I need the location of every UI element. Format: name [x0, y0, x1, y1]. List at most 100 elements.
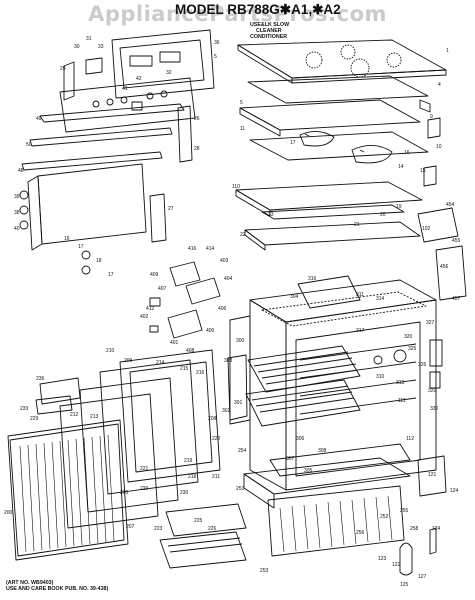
callout: 11: [240, 126, 245, 132]
callout: 316: [308, 276, 317, 282]
callout: 252: [380, 514, 389, 520]
cleaner-note-line-3: CONDITIONER: [250, 34, 288, 40]
callout: 39: [14, 194, 20, 200]
callout: 226: [208, 526, 217, 532]
callout: 255: [400, 508, 409, 514]
callout: 302: [222, 408, 231, 414]
callout: 9: [430, 114, 433, 120]
callout: 1: [446, 48, 449, 54]
callout: 36: [214, 40, 220, 46]
callout: 215: [180, 366, 189, 372]
callout: 211: [212, 474, 220, 480]
callout: 254: [238, 448, 247, 454]
callout: 122: [392, 562, 401, 568]
callout: 229: [30, 416, 39, 422]
callout: 29: [60, 66, 66, 72]
callout: 253: [260, 568, 269, 574]
callout: 223: [154, 526, 163, 532]
callout: 310: [376, 374, 385, 380]
callout: 236: [36, 376, 45, 382]
callout: 200: [4, 510, 13, 516]
callout: 17: [290, 140, 296, 146]
callout: 31: [86, 36, 92, 42]
part-callouts: 30 31 33 32 36 5 29 42 41 49 50 48 39 38…: [4, 36, 461, 588]
callout: 408: [186, 348, 195, 354]
callout: 327: [426, 320, 435, 326]
callout: 311: [356, 292, 364, 298]
callout: 307: [286, 456, 295, 462]
callout: 212: [70, 412, 79, 418]
callout: 317: [356, 328, 365, 334]
callout: 124: [432, 526, 441, 532]
callout: 32: [166, 70, 172, 76]
footer-note-line-2: USE AND CARE BOOK PUB. NO. 39-438): [6, 586, 109, 592]
callout: 404: [224, 276, 233, 282]
watermark-text: AppliancePartsPros.com: [88, 2, 387, 26]
callout: 16: [404, 150, 410, 156]
callout: 412: [146, 306, 155, 312]
callout: 21: [354, 222, 360, 228]
callout: 303: [224, 358, 233, 364]
callout: 16: [64, 236, 70, 242]
oven-rack-and-interior: [245, 345, 361, 427]
callout: 30: [74, 44, 80, 50]
callout: 10: [436, 144, 442, 150]
callout: 325: [408, 346, 417, 352]
model-title: MODEL RB788G✱A1,✱A2: [175, 2, 341, 17]
callout: 256: [356, 530, 365, 536]
callout: 110: [232, 184, 240, 190]
callout: 220: [140, 486, 149, 492]
callout: 305: [304, 468, 313, 474]
callout: 219: [184, 458, 193, 464]
callout: 102: [422, 226, 431, 232]
oven-door-assembly: [7, 349, 221, 561]
callout: 14: [398, 164, 404, 170]
callout: 205: [120, 490, 129, 496]
callout: 22: [240, 232, 246, 238]
cleaner-note-line-1: USE&LK SLOW: [250, 22, 290, 28]
callout: 40: [14, 226, 20, 232]
callout: 4: [438, 82, 441, 88]
callout: 313: [396, 380, 405, 386]
cleaner-note-line-2: CLEANER: [256, 28, 282, 34]
callout: 49: [36, 116, 42, 122]
callout: 456: [440, 264, 449, 270]
callout: 416: [188, 246, 197, 252]
callout: 454: [446, 202, 455, 208]
cooktop-assembly: [235, 39, 447, 251]
callout: 401: [170, 340, 179, 346]
callout: 5: [214, 54, 217, 60]
callout: 409: [150, 272, 159, 278]
callout: 301: [234, 400, 243, 406]
callout: 308: [318, 448, 327, 454]
callout: 15: [420, 168, 426, 174]
callout: 17: [108, 272, 114, 278]
callout: 258: [410, 526, 419, 532]
footer-note-line-1: (ART NO. WB9403): [6, 580, 54, 586]
callout: 121: [428, 472, 437, 478]
callout: 457: [452, 296, 461, 302]
callout: 123: [378, 556, 387, 562]
callout: 320: [404, 334, 413, 340]
callout: 210: [106, 348, 115, 354]
callout: 230: [180, 490, 189, 496]
callout: 221: [140, 466, 149, 472]
callout: 50: [26, 142, 32, 148]
callout: 330: [430, 406, 439, 412]
callout: 127: [418, 574, 427, 580]
callout: 112: [406, 436, 414, 442]
callout: 233: [20, 406, 29, 412]
callout: 225: [194, 518, 203, 524]
callout: 403: [220, 258, 229, 264]
callout: 111: [398, 398, 406, 404]
callout: 329: [428, 388, 437, 394]
callout: 124: [450, 488, 459, 494]
callout: 402: [140, 314, 149, 320]
oven-cabinet: [227, 275, 443, 491]
callout: 42: [136, 76, 142, 82]
callout: 455: [452, 238, 461, 244]
control-panel-assembly: [19, 29, 215, 275]
callout: 19: [396, 204, 402, 210]
callout: 400: [206, 328, 215, 334]
callout: 38: [14, 210, 20, 216]
